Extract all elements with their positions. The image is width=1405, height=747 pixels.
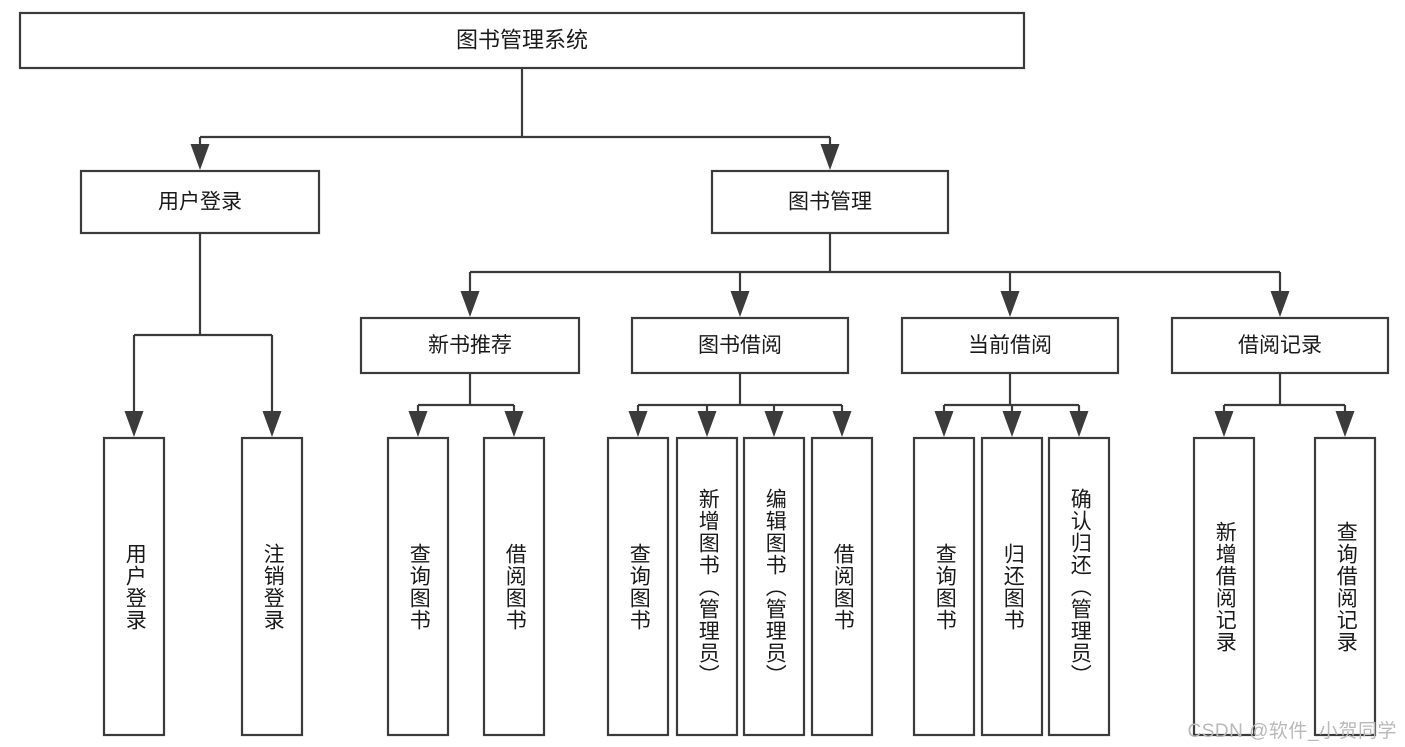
node-box-query-book-recommend[interactable] — [386, 436, 450, 737]
arrow-head-icon — [1214, 411, 1234, 437]
node-box-confirm-return-admin[interactable] — [1047, 436, 1111, 737]
node-box-add-borrow-record[interactable] — [1192, 436, 1256, 737]
connector-borrow-record-to-leaves — [1214, 373, 1355, 437]
node-box-user-login-do[interactable] — [102, 436, 166, 737]
connector-layer — [124, 68, 1355, 437]
arrow-head-icon — [832, 411, 852, 437]
node-box-edit-book-admin[interactable] — [742, 436, 806, 737]
node-label-current-borrow: 当前借阅 — [968, 334, 1052, 357]
node-label-root: 图书管理系统 — [456, 27, 588, 52]
connector-user-login-to-leaves — [124, 233, 282, 437]
arrow-head-icon — [730, 291, 750, 317]
node-box-return-book[interactable] — [980, 436, 1044, 737]
box-layer — [18, 11, 1390, 737]
arrow-head-icon — [697, 411, 717, 437]
node-label-user-login: 用户登录 — [158, 191, 242, 214]
node-box-user-logout[interactable] — [240, 436, 304, 737]
arrow-head-icon — [764, 411, 784, 437]
arrow-head-icon — [190, 144, 210, 170]
connector-new-book-recommend-to-leaves — [408, 373, 524, 437]
arrow-head-icon — [1335, 411, 1355, 437]
node-box-user-login[interactable] — [79, 169, 321, 235]
connector-root-to-level2 — [190, 68, 840, 170]
arrow-head-icon — [820, 144, 840, 170]
node-box-query-book-borrow[interactable] — [606, 436, 670, 737]
connector-current-borrow-to-leaves — [934, 373, 1089, 437]
node-box-book-borrow[interactable] — [630, 316, 850, 375]
node-box-query-book-current[interactable] — [912, 436, 976, 737]
node-box-book-manage[interactable] — [710, 169, 950, 235]
arrow-head-icon — [124, 411, 144, 437]
arrow-head-icon — [628, 411, 648, 437]
connector-book-borrow-to-leaves — [628, 373, 852, 437]
arrow-head-icon — [1069, 411, 1089, 437]
arrow-head-icon — [934, 411, 954, 437]
node-label-borrow-record: 借阅记录 — [1238, 334, 1322, 357]
arrow-head-icon — [1002, 411, 1022, 437]
node-box-add-book-admin[interactable] — [675, 436, 739, 737]
node-box-root[interactable] — [18, 11, 1026, 70]
node-label-book-manage: 图书管理 — [788, 191, 872, 214]
arrow-head-icon — [460, 291, 480, 317]
arrow-head-icon — [408, 411, 428, 437]
node-box-borrow-book-borrow[interactable] — [810, 436, 874, 737]
node-label-new-book-recommend: 新书推荐 — [428, 334, 512, 357]
arrow-head-icon — [1000, 291, 1020, 317]
node-box-borrow-record[interactable] — [1170, 316, 1390, 375]
node-label-book-borrow: 图书借阅 — [698, 334, 782, 357]
node-box-current-borrow[interactable] — [900, 316, 1120, 375]
node-box-borrow-book-recommend[interactable] — [482, 436, 546, 737]
node-box-query-borrow-record[interactable] — [1313, 436, 1377, 737]
watermark-text: CSDN @软件_小贺同学 — [1187, 721, 1397, 742]
connector-book-manage-to-level3 — [460, 233, 1290, 317]
arrow-head-icon — [1270, 291, 1290, 317]
node-box-new-book-recommend[interactable] — [359, 316, 581, 375]
arrow-head-icon — [262, 411, 282, 437]
arrow-head-icon — [504, 411, 524, 437]
